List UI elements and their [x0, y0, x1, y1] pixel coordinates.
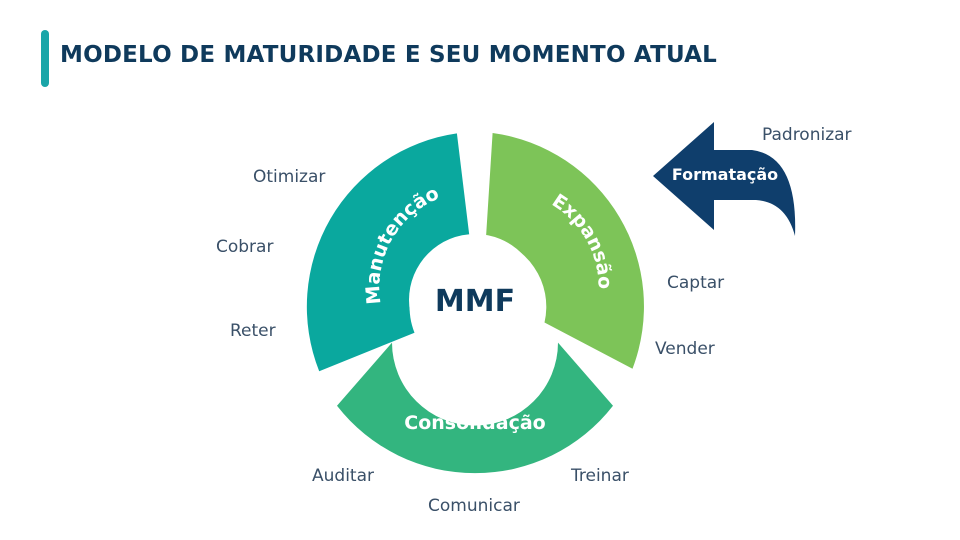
label-auditar: Auditar — [312, 466, 374, 486]
label-reter: Reter — [230, 321, 276, 341]
formatacao-arrow — [653, 122, 796, 236]
segment-manutencao — [306, 133, 470, 372]
page-title: MODELO DE MATURIDADE E SEU MOMENTO ATUAL — [60, 42, 718, 68]
label-padronizar: Padronizar — [762, 125, 852, 145]
segment-consolidacao-label: Consolidação — [404, 412, 545, 434]
segment-consolidacao — [337, 342, 613, 474]
title-accent-bar — [41, 30, 49, 87]
label-captar: Captar — [667, 273, 724, 293]
center-circle — [409, 234, 541, 366]
formatacao-arrow-label: Formatação — [672, 165, 778, 184]
segment-expansao — [486, 133, 644, 369]
center-label: MMF — [435, 284, 515, 319]
label-vender: Vender — [655, 339, 715, 359]
label-cobrar: Cobrar — [216, 237, 273, 257]
label-otimizar: Otimizar — [253, 167, 325, 187]
label-comunicar: Comunicar — [428, 496, 520, 516]
label-treinar: Treinar — [570, 466, 629, 486]
